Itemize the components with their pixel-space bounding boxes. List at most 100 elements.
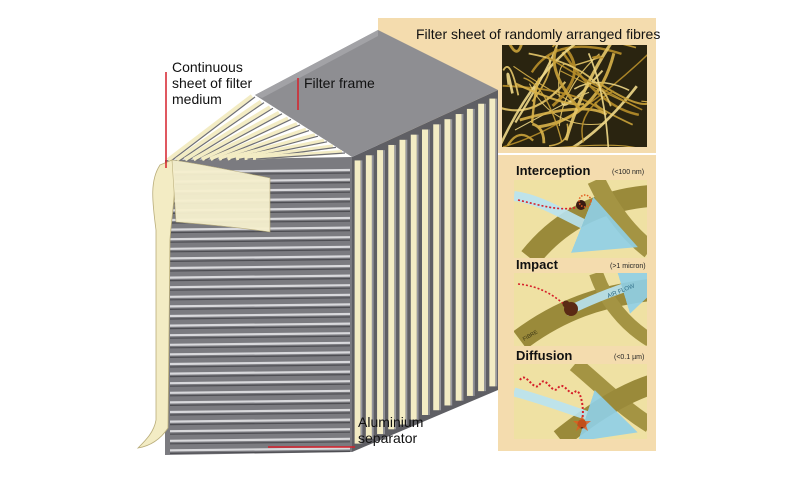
front-pleat-shadow xyxy=(169,450,351,454)
media-strip xyxy=(410,134,417,420)
fibre-strand xyxy=(514,45,559,124)
front-pleat xyxy=(169,332,351,337)
front-pleat xyxy=(169,351,351,356)
pleat-ridge-shadow xyxy=(170,96,256,162)
filter-frame-label: Filter frame xyxy=(304,75,375,91)
front-pleat xyxy=(169,236,351,241)
front-pleat-shadow xyxy=(169,239,351,243)
pleat-ridge xyxy=(175,99,263,162)
pleat-ridge-shadow xyxy=(255,152,346,160)
pleat-ridge xyxy=(192,111,280,162)
pleat-ridge xyxy=(218,127,307,161)
front-pleat-shadow xyxy=(169,422,351,426)
fibre-strand xyxy=(514,82,585,106)
pleat-ridge-shadow xyxy=(187,107,274,162)
media-strip xyxy=(354,160,361,444)
impact-size: (>1 micron) xyxy=(610,263,646,270)
media-strip xyxy=(466,108,473,396)
diffusion-title: Diffusion xyxy=(516,348,573,363)
fibre-strand xyxy=(564,45,612,141)
front-pleat-shadow xyxy=(169,374,351,378)
media-strip xyxy=(433,124,440,411)
front-pleat xyxy=(169,245,351,250)
front-pleat xyxy=(169,418,351,423)
front-pleat xyxy=(169,399,351,404)
diffusion-illustration xyxy=(514,364,647,439)
front-pleat xyxy=(169,284,351,289)
interception-size: (<100 nm) xyxy=(612,169,645,176)
pleat-ridge xyxy=(166,94,254,162)
interception-title: Interception xyxy=(516,163,591,178)
fibre-strand xyxy=(598,82,647,106)
top-pleat-ridges xyxy=(166,94,346,162)
filter-frame-top xyxy=(255,30,498,157)
fibre-strand xyxy=(587,52,610,147)
front-pleat xyxy=(169,437,351,442)
front-pleat-shadow xyxy=(169,258,351,262)
fibre-strand xyxy=(506,72,514,94)
media-strip xyxy=(388,144,395,430)
front-pleat-shadow xyxy=(169,287,351,291)
fibre-strand xyxy=(514,91,590,131)
media-strip xyxy=(455,114,462,401)
fibre-strand xyxy=(581,90,614,143)
pleat-ridge-shadow xyxy=(196,113,283,161)
media-strip xyxy=(478,103,485,392)
fibre-strand xyxy=(641,100,647,103)
front-pleat-shadow xyxy=(169,268,351,272)
filter-medium-sheet-fold xyxy=(171,159,271,233)
front-pleat-shadow xyxy=(169,230,351,234)
front-pleat xyxy=(169,274,351,279)
fibre-strand xyxy=(513,65,574,104)
fibre-strand xyxy=(528,52,612,107)
interception-illustration xyxy=(514,180,647,258)
front-pleat xyxy=(169,380,351,385)
front-pleat-shadow xyxy=(169,249,351,253)
front-pleat xyxy=(169,293,351,298)
front-pleat-shadow xyxy=(169,354,351,358)
front-pleat xyxy=(169,447,351,452)
filter-frame-top-rim xyxy=(255,30,378,98)
continuous-sheet-label: Continuous sheet of filter medium xyxy=(172,59,253,107)
pleat-ridge xyxy=(201,116,289,162)
front-pleat-shadow xyxy=(169,306,351,310)
impact-title: Impact xyxy=(516,257,558,272)
front-pleat-shadow xyxy=(169,431,351,435)
front-pleat xyxy=(169,264,351,270)
filter-block xyxy=(136,30,498,455)
fibre-strand xyxy=(545,55,643,111)
front-pleat xyxy=(169,303,351,308)
fibre-strand xyxy=(508,45,523,53)
front-pleat-shadow xyxy=(169,402,351,406)
front-pleat-shadow xyxy=(169,393,351,397)
media-strip xyxy=(399,139,406,425)
front-pleat-shadow xyxy=(169,335,351,339)
media-strip xyxy=(365,155,372,439)
front-pleat-shadow xyxy=(169,297,351,301)
front-pleat-shadow xyxy=(169,383,351,387)
pleat-ridge xyxy=(183,105,272,162)
fibre-panel-title: Filter sheet of randomly arranged fibres xyxy=(416,26,661,42)
fibre-strand xyxy=(502,65,520,96)
front-pleat xyxy=(169,360,351,366)
fibre-strand xyxy=(557,144,636,147)
fibre-strand xyxy=(538,52,616,129)
pleat-ridge xyxy=(252,150,343,160)
front-pleat xyxy=(169,341,351,346)
fibre-strand xyxy=(548,123,569,147)
front-pleat xyxy=(169,312,351,318)
fibre-strand xyxy=(573,81,630,91)
front-pleat xyxy=(169,408,351,414)
front-pleat xyxy=(169,322,351,327)
front-pleat-shadow xyxy=(169,326,351,330)
front-pleat-shadow xyxy=(169,316,351,320)
pleat-ridge xyxy=(209,122,298,161)
front-pleat-shadow xyxy=(169,364,351,368)
pleat-ridge xyxy=(226,133,316,161)
pleat-ridge-shadow xyxy=(179,102,265,162)
fibre-strand xyxy=(502,45,576,145)
diffusion-size: (<0.1 µm) xyxy=(614,354,645,361)
fibre-strand xyxy=(552,47,581,110)
fibre-strand xyxy=(561,51,640,117)
front-pleat-shadow xyxy=(169,412,351,416)
